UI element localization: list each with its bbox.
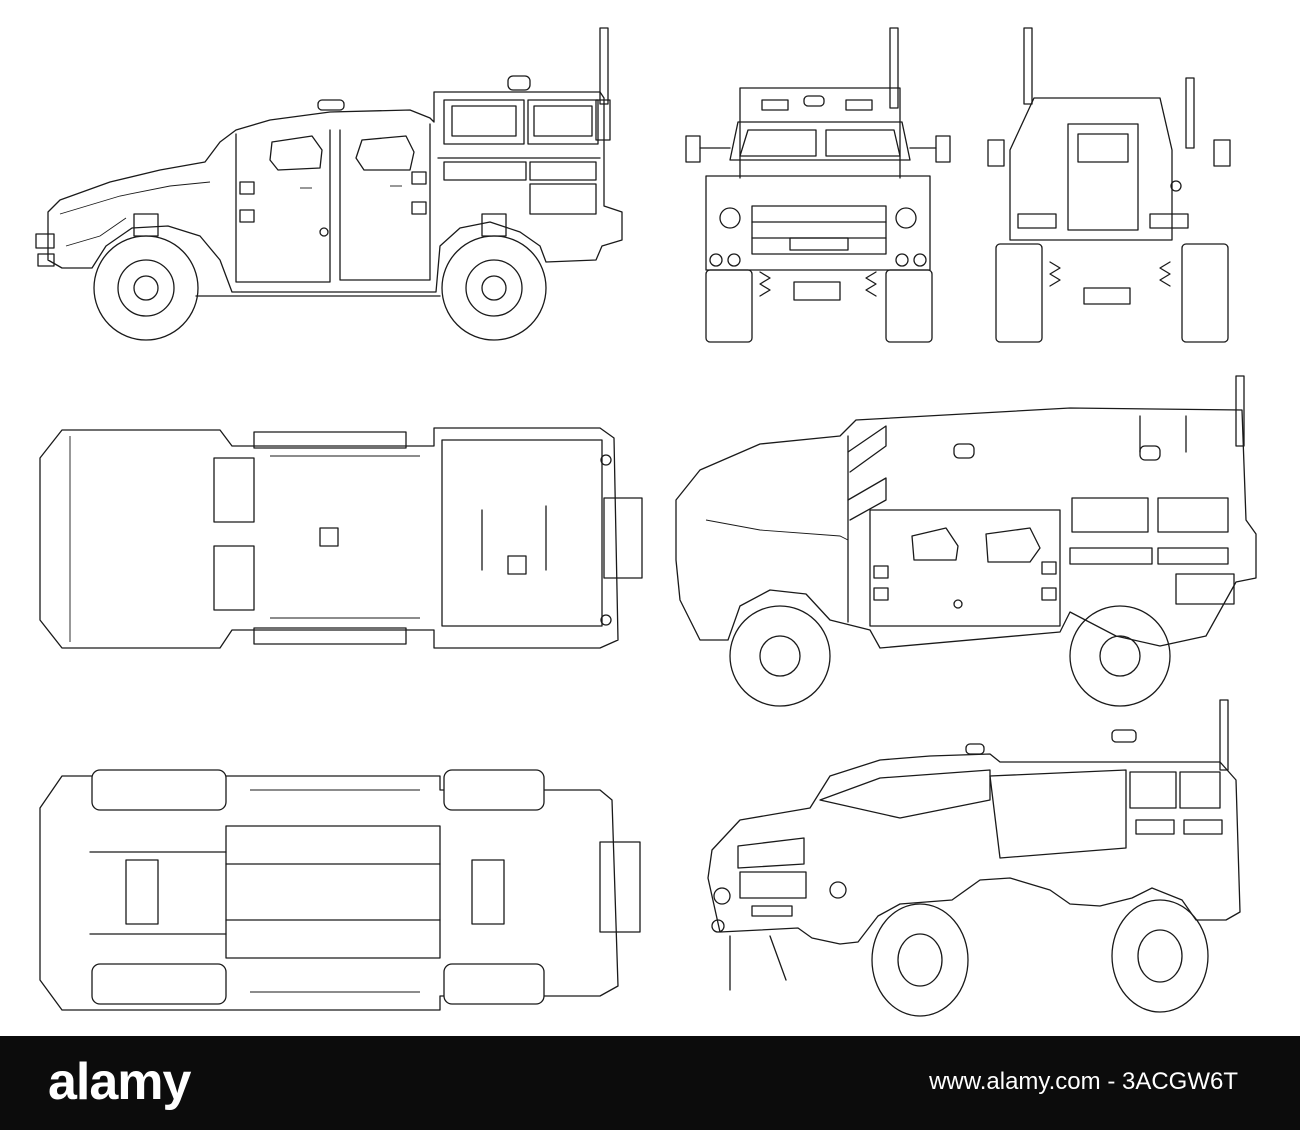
side-view-left	[0, 0, 1300, 1036]
side-view-right-elevated	[0, 0, 1300, 1036]
top-view	[0, 0, 1300, 1036]
front-view	[0, 0, 1300, 1036]
rear-view	[0, 0, 1300, 1036]
drawing-sheet	[0, 0, 1300, 1036]
underside-view	[0, 0, 1300, 1036]
footer-bar: alamy www.alamy.com - 3ACGW6T	[0, 1036, 1300, 1130]
three-quarter-front-view	[0, 0, 1300, 1036]
image-reference: www.alamy.com - 3ACGW6T	[929, 1068, 1238, 1095]
alamy-logo: alamy	[48, 1053, 191, 1111]
